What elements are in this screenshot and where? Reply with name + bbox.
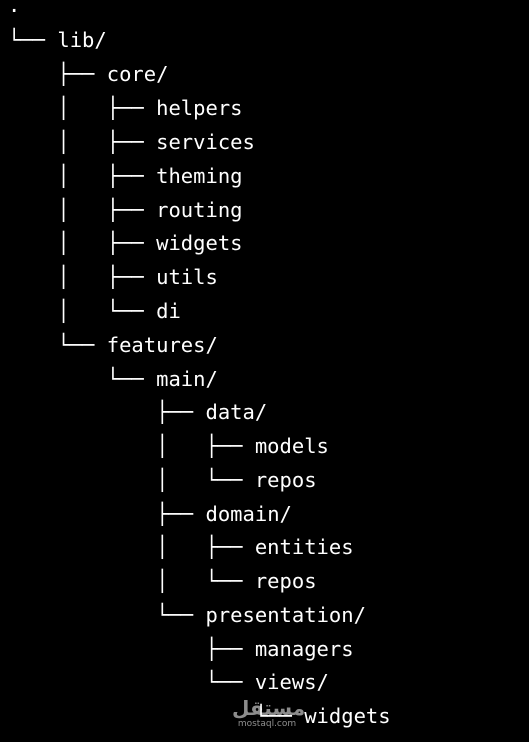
tree-branch: └── — [8, 367, 157, 391]
tree-item-features: └── features/ — [8, 328, 218, 362]
folder-name: repos — [254, 468, 317, 492]
tree-branch: │ ├── — [8, 130, 157, 154]
folder-name: theming — [156, 164, 243, 188]
folder-name: routing — [156, 198, 243, 222]
tree-item-domain-repos: │ └── repos — [8, 564, 317, 598]
tree-branch: │ └── — [8, 569, 255, 593]
tree-item-data-repos: │ └── repos — [8, 463, 317, 497]
tree-branch: ├── — [8, 502, 206, 526]
tree-branch: │ └── — [8, 299, 157, 323]
folder-name: models — [254, 434, 329, 458]
tree-item-core-widgets: │ ├── widgets — [8, 226, 243, 260]
tree-item-core: ├── core/ — [8, 57, 168, 91]
tree-branch: │ ├── — [8, 265, 157, 289]
folder-name: helpers — [156, 96, 243, 120]
folder-name: features/ — [106, 333, 218, 357]
folder-name: lib/ — [57, 28, 107, 52]
folder-name: views/ — [254, 670, 329, 694]
folder-name: managers — [254, 637, 354, 661]
tree-branch: │ ├── — [8, 198, 157, 222]
tree-root-label: . — [8, 0, 21, 17]
folder-name: services — [156, 130, 255, 154]
tree-branch: │ ├── — [8, 535, 255, 559]
tree-root: . — [8, 0, 20, 22]
tree-branch: │ ├── — [8, 96, 157, 120]
folder-name: core/ — [106, 62, 169, 86]
tree-item-di: │ └── di — [8, 294, 181, 328]
folder-name: data/ — [205, 400, 268, 424]
tree-branch: ├── — [8, 400, 206, 424]
tree-item-utils: │ ├── utils — [8, 260, 218, 294]
tree-item-helpers: │ ├── helpers — [8, 91, 243, 125]
tree-branch: │ ├── — [8, 231, 157, 255]
tree-item-theming: │ ├── theming — [8, 159, 243, 193]
folder-name: repos — [254, 569, 317, 593]
tree-item-services: │ ├── services — [8, 125, 255, 159]
tree-item-routing: │ ├── routing — [8, 193, 243, 227]
tree-item-domain: ├── domain/ — [8, 497, 292, 531]
folder-name: di — [156, 299, 181, 323]
tree-branch: ├── — [8, 637, 255, 661]
tree-item-views-widgets: └── widgets — [8, 699, 391, 733]
tree-branch: │ ├── — [8, 434, 255, 458]
tree-branch: └── — [8, 28, 58, 52]
tree-item-presentation: └── presentation/ — [8, 598, 366, 632]
tree-branch: └── — [8, 704, 305, 728]
tree-branch: └── — [8, 603, 206, 627]
folder-name: widgets — [156, 231, 243, 255]
tree-item-lib: └── lib/ — [8, 23, 107, 57]
tree-item-views: └── views/ — [8, 665, 329, 699]
tree-branch: │ └── — [8, 468, 255, 492]
tree-branch: └── — [8, 670, 255, 694]
folder-name: main/ — [156, 367, 218, 391]
tree-branch: ├── — [8, 62, 107, 86]
folder-name: domain/ — [205, 502, 292, 526]
tree-item-main: └── main/ — [8, 362, 218, 396]
tree-item-models: │ ├── models — [8, 429, 329, 463]
tree-branch: │ ├── — [8, 164, 157, 188]
tree-item-data: ├── data/ — [8, 395, 267, 429]
folder-name: presentation/ — [205, 603, 366, 627]
folder-name: utils — [156, 265, 218, 289]
tree-item-managers: ├── managers — [8, 632, 354, 666]
tree-branch: └── — [8, 333, 107, 357]
tree-item-entities: │ ├── entities — [8, 530, 354, 564]
folder-name: widgets — [304, 704, 391, 728]
folder-name: entities — [254, 535, 354, 559]
